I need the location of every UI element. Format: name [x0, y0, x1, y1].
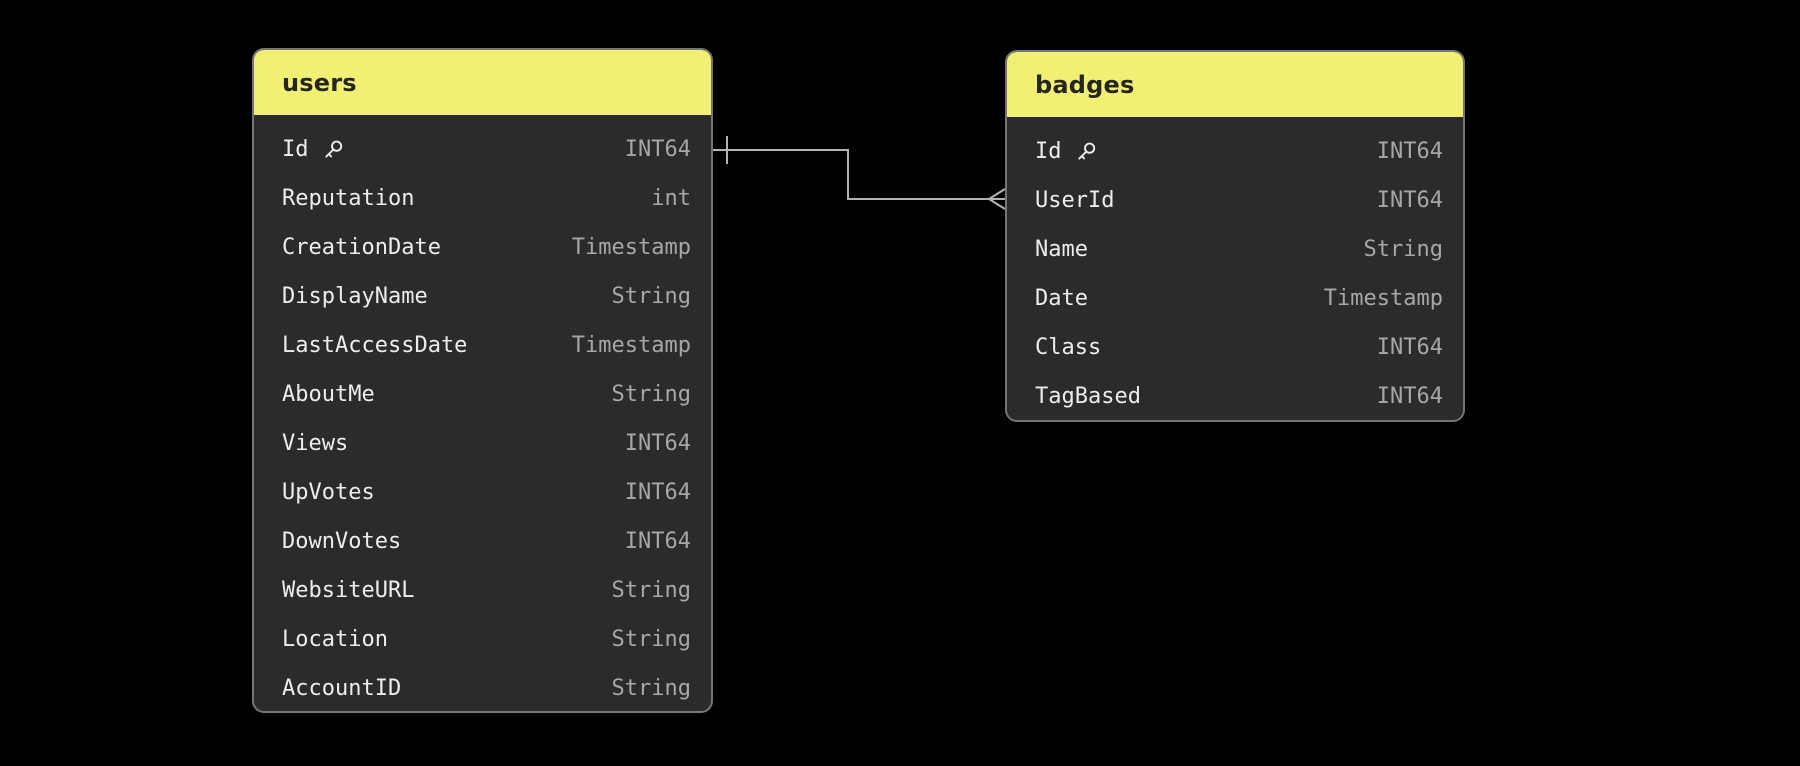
primary-key-icon: [1077, 142, 1095, 160]
table-header-badges[interactable]: badges: [1007, 52, 1463, 117]
field-name: Class: [1035, 335, 1101, 360]
field-name-text: Id: [282, 137, 309, 162]
field-name: Views: [282, 431, 348, 456]
field-name-text: Views: [282, 431, 349, 456]
field-name-text: WebsiteURL: [282, 578, 415, 603]
field-name-text: LastAccessDate: [282, 333, 468, 358]
field-type: String: [611, 382, 691, 407]
field-row-users-Location[interactable]: Location String: [254, 615, 711, 664]
field-row-badges-TagBased[interactable]: TagBased INT64: [1007, 372, 1463, 420]
field-name-text: Location: [282, 627, 388, 652]
field-row-users-DisplayName[interactable]: DisplayName String: [254, 272, 711, 321]
field-name-text: CreationDate: [282, 235, 441, 260]
field-type: String: [611, 284, 691, 309]
field-row-users-AboutMe[interactable]: AboutMe String: [254, 370, 711, 419]
field-type: String: [611, 627, 691, 652]
field-type: INT64: [624, 529, 691, 554]
field-name: Reputation: [282, 186, 414, 211]
field-row-badges-Date[interactable]: Date Timestamp: [1007, 274, 1463, 323]
field-type: String: [611, 676, 691, 701]
field-row-badges-UserId[interactable]: UserId INT64: [1007, 176, 1463, 225]
field-type: String: [611, 578, 691, 603]
field-name: WebsiteURL: [282, 578, 414, 603]
field-type: int: [651, 186, 691, 211]
field-row-users-DownVotes[interactable]: DownVotes INT64: [254, 517, 711, 566]
field-name: DisplayName: [282, 284, 428, 309]
field-name: Location: [282, 627, 388, 652]
field-type: String: [1363, 237, 1443, 262]
field-row-users-Views[interactable]: Views INT64: [254, 419, 711, 468]
table-title: users: [282, 68, 357, 97]
relationship-line: [713, 149, 989, 200]
field-name-text: Class: [1035, 335, 1102, 360]
table-header-users[interactable]: users: [254, 50, 711, 115]
field-name-text: Id: [1035, 139, 1062, 164]
field-row-users-CreationDate[interactable]: CreationDate Timestamp: [254, 223, 711, 272]
field-name: TagBased: [1035, 384, 1141, 409]
field-row-users-LastAccessDate[interactable]: LastAccessDate Timestamp: [254, 321, 711, 370]
field-name: Name: [1035, 237, 1088, 262]
field-name: Id: [1035, 139, 1098, 164]
field-name-text: UserId: [1035, 188, 1115, 213]
field-name-text: UpVotes: [282, 480, 375, 505]
field-name-text: AboutMe: [282, 382, 375, 407]
field-type: INT64: [1376, 335, 1443, 360]
field-name-text: DisplayName: [282, 284, 428, 309]
field-name: UpVotes: [282, 480, 375, 505]
primary-key-icon: [324, 140, 342, 158]
field-type: INT64: [1376, 188, 1443, 213]
field-type: INT64: [624, 480, 691, 505]
field-type: INT64: [624, 137, 691, 162]
field-type: INT64: [1376, 384, 1443, 409]
field-name-text: Reputation: [282, 186, 415, 211]
relationship-connector-users-id-badges-userid[interactable]: [713, 136, 1006, 210]
field-type: INT64: [624, 431, 691, 456]
field-name: LastAccessDate: [282, 333, 467, 358]
field-row-users-Id[interactable]: Id INT64: [254, 125, 711, 174]
field-name: CreationDate: [282, 235, 441, 260]
field-row-badges-Id[interactable]: Id INT64: [1007, 127, 1463, 176]
field-row-badges-Class[interactable]: Class INT64: [1007, 323, 1463, 372]
table-title: badges: [1035, 70, 1135, 99]
field-name: DownVotes: [282, 529, 401, 554]
field-name-text: Name: [1035, 237, 1088, 262]
field-row-badges-Name[interactable]: Name String: [1007, 225, 1463, 274]
field-type: INT64: [1376, 139, 1443, 164]
field-name-text: DownVotes: [282, 529, 402, 554]
field-name: UserId: [1035, 188, 1114, 213]
field-row-users-Reputation[interactable]: Reputation int: [254, 174, 711, 223]
field-type: Timestamp: [1323, 286, 1443, 311]
field-name: AboutMe: [282, 382, 375, 407]
field-row-users-WebsiteURL[interactable]: WebsiteURL String: [254, 566, 711, 615]
field-row-users-AccountID[interactable]: AccountID String: [254, 664, 711, 711]
field-name-text: TagBased: [1035, 384, 1141, 409]
field-name-text: AccountID: [282, 676, 402, 701]
field-type: Timestamp: [571, 333, 691, 358]
field-name-text: Date: [1035, 286, 1088, 311]
crow-foot-many-marker: [988, 188, 1006, 210]
field-name: Date: [1035, 286, 1088, 311]
field-name: AccountID: [282, 676, 401, 701]
field-row-users-UpVotes[interactable]: UpVotes INT64: [254, 468, 711, 517]
field-type: Timestamp: [571, 235, 691, 260]
field-name: Id: [282, 137, 345, 162]
